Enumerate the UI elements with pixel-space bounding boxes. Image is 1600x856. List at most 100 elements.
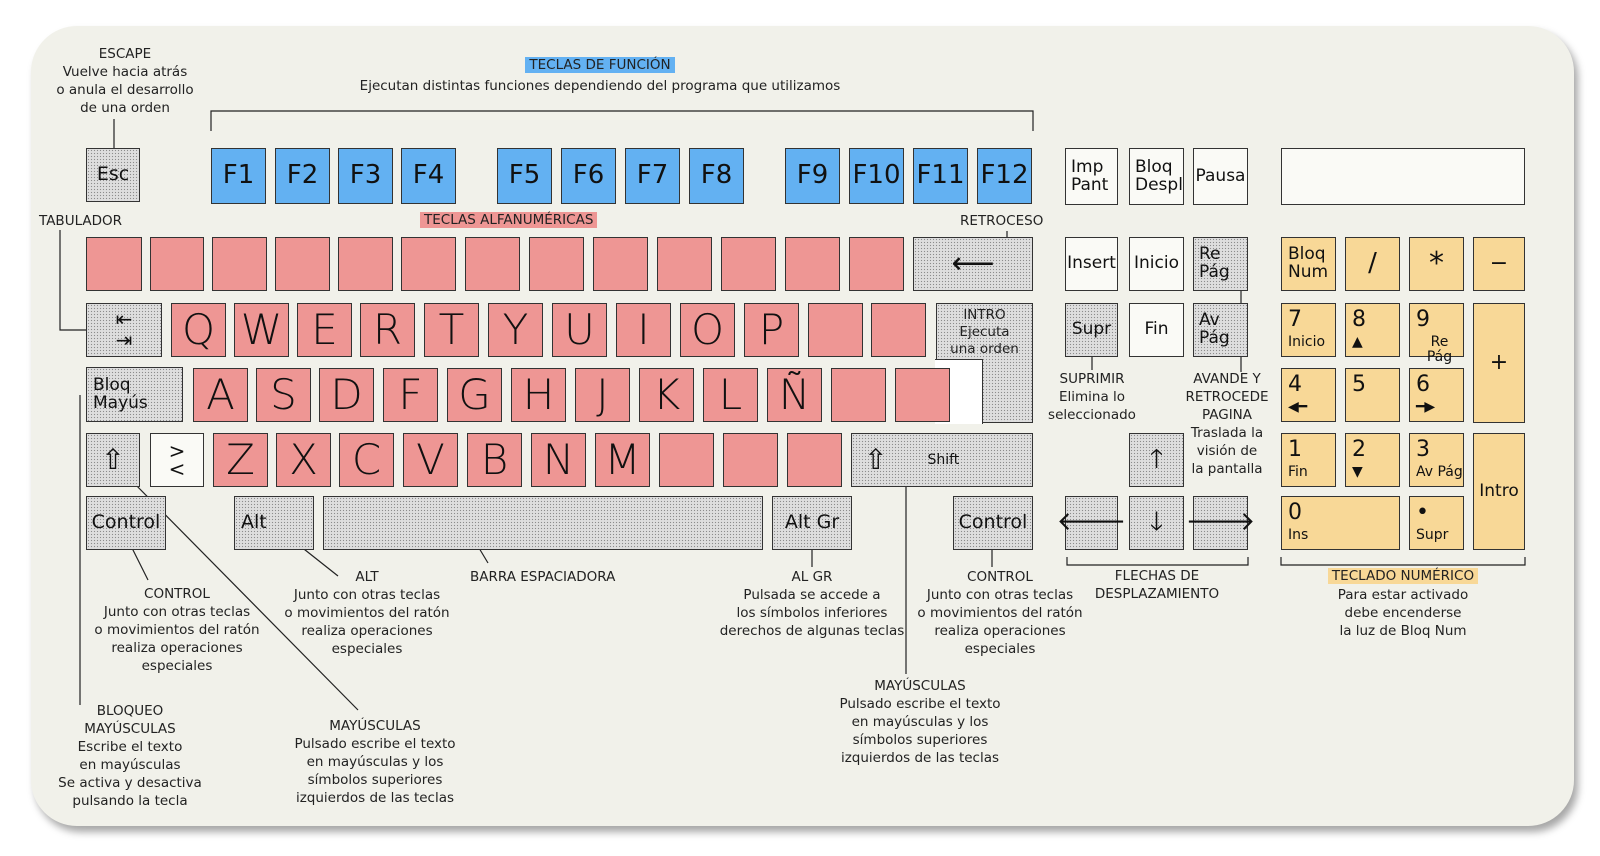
h-key[interactable]: H [511,368,566,422]
p-key[interactable]: P [744,303,799,357]
arrow-down-key[interactable]: 🡓 [1129,496,1184,550]
punctuation-key[interactable] [659,433,714,487]
shift-left-key[interactable]: ⇧ [86,433,140,487]
shift-right-key[interactable]: ⇧ Shift [851,433,1033,487]
c-key[interactable]: C [339,433,394,487]
v-key[interactable]: V [403,433,458,487]
numpad-plus-key[interactable]: + [1473,303,1525,423]
arrow-up-key[interactable]: 🡑 [1129,433,1184,487]
numpad-decimal-key[interactable]: •Supr [1409,496,1464,550]
number-row-key[interactable] [529,237,584,291]
home-key[interactable]: Inicio [1129,237,1184,291]
g-key[interactable]: G [447,368,502,422]
f8-key[interactable]: F8 [689,148,744,204]
f9-key[interactable]: F9 [785,148,840,204]
f10-key[interactable]: F10 [849,148,904,204]
d-key[interactable]: D [319,368,374,422]
number-row-key[interactable] [150,237,204,291]
numpad-multiply-key[interactable]: * [1409,237,1464,291]
punctuation-key[interactable] [787,433,842,487]
s-key[interactable]: S [256,368,311,422]
punctuation-key[interactable] [723,433,778,487]
arrow-right-key[interactable]: 🡒 [1186,496,1255,550]
u-key[interactable]: U [552,303,607,357]
m-key[interactable]: M [595,433,650,487]
enye-key[interactable]: Ñ [767,368,822,422]
bracket-key[interactable] [871,303,926,357]
delete-key[interactable]: Supr [1065,303,1118,357]
numpad-2-key[interactable]: 2▼ [1345,433,1400,487]
less-greater-key[interactable]: > < [150,433,204,487]
t-key[interactable]: T [424,303,479,357]
number-row-key[interactable] [593,237,648,291]
alt-key[interactable]: Alt [234,496,314,550]
f11-key[interactable]: F11 [913,148,968,204]
z-key[interactable]: Z [213,433,268,487]
y-key[interactable]: Y [488,303,543,357]
numpad-8-key[interactable]: 8▲ [1345,303,1400,357]
f3-key[interactable]: F3 [338,148,393,204]
f4-key[interactable]: F4 [401,148,456,204]
esc-key[interactable]: Esc [86,148,140,202]
f-key[interactable]: F [383,368,438,422]
number-row-key[interactable] [465,237,520,291]
number-row-key[interactable] [721,237,776,291]
q-key[interactable]: Q [171,303,226,357]
accent-key[interactable] [831,368,886,422]
f6-key[interactable]: F6 [561,148,616,204]
numpad-minus-key[interactable]: − [1473,237,1525,291]
n-key[interactable]: N [531,433,586,487]
insert-key[interactable]: Insert [1065,237,1118,291]
number-row-key[interactable] [86,237,142,291]
f12-key[interactable]: F12 [977,148,1032,204]
numpad-4-key[interactable]: 4◀━ [1281,368,1336,422]
number-row-key[interactable] [401,237,456,291]
numpad-divide-key[interactable]: / [1345,237,1400,291]
j-key[interactable]: J [575,368,630,422]
end-key[interactable]: Fin [1129,303,1184,357]
w-key[interactable]: W [234,303,289,357]
b-key[interactable]: B [467,433,522,487]
number-row-key[interactable] [849,237,904,291]
accent-key[interactable] [895,368,950,422]
r-key[interactable]: R [360,303,415,357]
a-key[interactable]: A [193,368,248,422]
f2-key[interactable]: F2 [275,148,330,204]
number-row-key[interactable] [785,237,840,291]
k-key[interactable]: K [639,368,694,422]
o-key[interactable]: O [680,303,735,357]
number-row-key[interactable] [338,237,393,291]
arrow-left-key[interactable]: 🡐 [1057,496,1126,550]
tab-key[interactable]: ⇤⇥ [86,303,162,357]
control-right-key[interactable]: Control [953,496,1033,550]
e-key[interactable]: E [297,303,352,357]
l-key[interactable]: L [703,368,758,422]
f1-key[interactable]: F1 [211,148,266,204]
space-bar[interactable] [323,496,763,550]
pause-key[interactable]: Pausa [1193,148,1248,205]
numpad-5-key[interactable]: 5 [1345,368,1400,422]
i-key[interactable]: I [616,303,671,357]
numpad-enter-key[interactable]: Intro [1473,433,1525,550]
x-key[interactable]: X [276,433,331,487]
f7-key[interactable]: F7 [625,148,680,204]
number-row-key[interactable] [275,237,330,291]
bracket-key[interactable] [808,303,863,357]
number-row-key[interactable] [657,237,712,291]
control-left-key[interactable]: Control [86,496,166,550]
f5-key[interactable]: F5 [497,148,552,204]
numpad-6-key[interactable]: 6━▶ [1409,368,1464,422]
backspace-key[interactable]: ⟵ [913,237,1033,291]
altgr-key[interactable]: Alt Gr [772,496,852,550]
